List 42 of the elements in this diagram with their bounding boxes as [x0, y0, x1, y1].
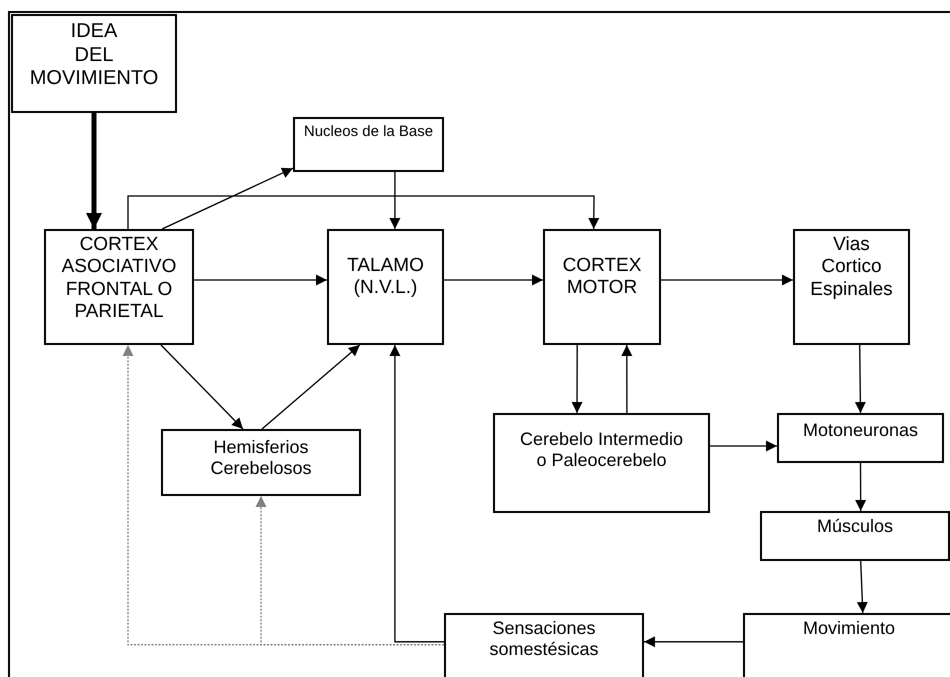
box-label: Vias Cortico Espinales — [810, 234, 893, 302]
box-label: IDEA DEL MOVIMIENTO — [30, 20, 158, 91]
box-label: Motoneuronas — [802, 420, 918, 442]
box-label: Sensaciones somestésicas — [489, 618, 599, 660]
process-box — [44, 229, 194, 345]
process-box — [743, 613, 950, 677]
arrow — [444, 274, 543, 286]
box-label: CORTEX ASOCIATIVO FRONTAL O PARIETAL — [60, 234, 178, 324]
arrow — [194, 274, 327, 286]
arrow — [621, 345, 632, 413]
arrow — [162, 168, 294, 230]
box-label: Nucleos de la Base — [304, 123, 434, 141]
box-label: TALAMO (N.V.L.) — [347, 255, 424, 300]
arrow — [854, 345, 866, 413]
box-label: Músculos — [816, 516, 894, 538]
process-box — [493, 413, 710, 513]
arrow — [644, 636, 743, 648]
box-label: Movimiento — [802, 618, 896, 640]
arrow — [127, 195, 600, 229]
process-box — [11, 14, 177, 113]
arrow — [856, 560, 868, 614]
process-box — [161, 429, 361, 496]
box-label: Cerebelo Intermedio o Paleocerebelo — [518, 429, 684, 472]
process-box — [777, 413, 944, 463]
arrow — [256, 496, 444, 646]
arrow — [86, 113, 102, 229]
process-box — [293, 117, 444, 172]
process-box — [543, 229, 661, 345]
process-box — [760, 511, 950, 561]
process-box — [444, 613, 644, 677]
arrow — [160, 344, 244, 430]
box-label: CORTEX MOTOR — [562, 255, 642, 300]
arrow — [710, 440, 777, 452]
arrow — [855, 463, 866, 511]
arrow — [572, 345, 583, 413]
box-label: Hemisferios Cerebelosos — [210, 437, 312, 480]
arrow — [389, 345, 444, 642]
arrow — [389, 172, 400, 229]
process-box — [793, 229, 910, 345]
process-box — [327, 229, 444, 345]
arrow — [661, 274, 793, 286]
arrow — [262, 344, 360, 430]
